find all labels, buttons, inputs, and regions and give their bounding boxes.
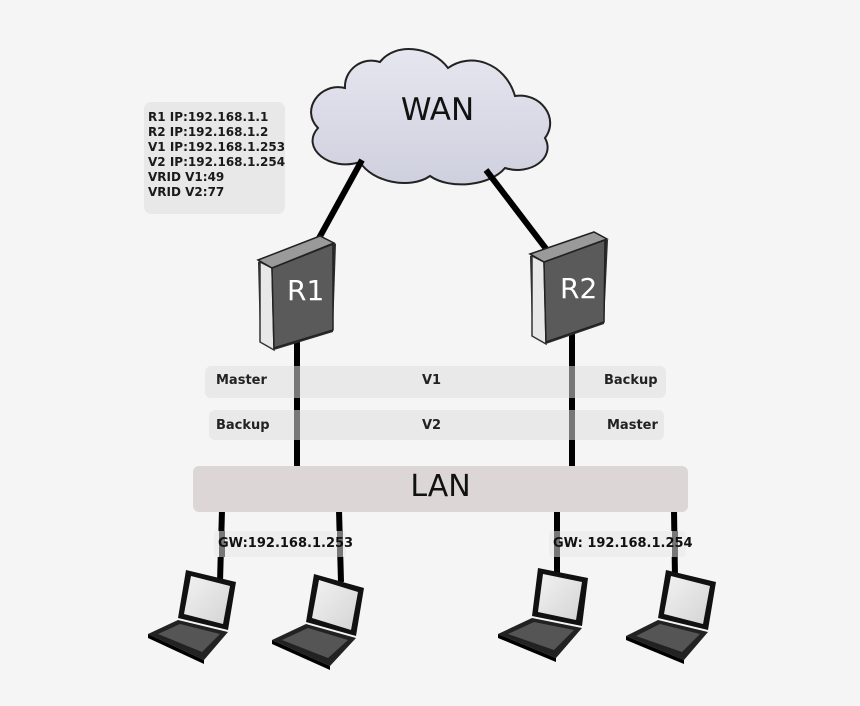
laptop-2 (272, 574, 364, 670)
band-v1-r2-crossing (569, 366, 575, 398)
gw-pill-left (214, 531, 346, 557)
wan-cloud (310, 48, 552, 186)
info-line-vrid-v1: VRID V1:49 (148, 170, 225, 184)
address-info-box: R1 IP:192.168.1.1 R2 IP:192.168.1.2 V1 I… (144, 102, 285, 214)
lan-label: LAN (410, 469, 471, 504)
info-line-vrid-v2: VRID V2:77 (148, 185, 225, 199)
gw-right-crossing-2 (672, 531, 678, 557)
laptop-1 (148, 570, 236, 664)
v1-name: V1 (422, 373, 442, 388)
router-r2 (528, 231, 609, 346)
band-v1-r1-crossing (294, 366, 300, 398)
v1-right-role: Backup (604, 373, 658, 388)
wan-link-r1 (315, 158, 365, 242)
wan-label: WAN (400, 92, 475, 128)
laptop-4 (626, 570, 716, 664)
info-line-v2-ip: V2 IP:192.168.1.254 (148, 155, 286, 169)
info-line-r1-ip: R1 IP:192.168.1.1 (148, 110, 269, 124)
wan-link-r2 (483, 168, 553, 256)
gw-right-label: GW: 192.168.1.254 (553, 536, 693, 551)
lan-switch-bar: LAN (193, 466, 688, 512)
info-line-v1-ip: V1 IP:192.168.1.253 (148, 140, 286, 154)
v2-name: V2 (422, 418, 442, 433)
v2-left-role: Backup (216, 418, 270, 433)
laptop-3 (498, 568, 588, 662)
gw-right-crossing-1 (554, 531, 560, 557)
v2-right-role: Master (607, 418, 658, 433)
gw-left-crossing-2 (337, 531, 343, 557)
info-line-r2-ip: R2 IP:192.168.1.2 (148, 125, 269, 139)
band-v2-r1-crossing (294, 410, 300, 440)
vrrp-band-v1 (205, 366, 666, 398)
gw-left-crossing-1 (219, 531, 225, 557)
v1-left-role: Master (216, 373, 267, 388)
gw-pill-right (549, 531, 686, 557)
router-r1-label: R1 (287, 274, 325, 307)
vrrp-band-v2 (209, 410, 664, 440)
router-r1 (256, 235, 336, 352)
router-r2-label: R2 (560, 272, 598, 305)
gw-left-label: GW:192.168.1.253 (218, 536, 354, 551)
band-v2-r2-crossing (569, 410, 575, 440)
